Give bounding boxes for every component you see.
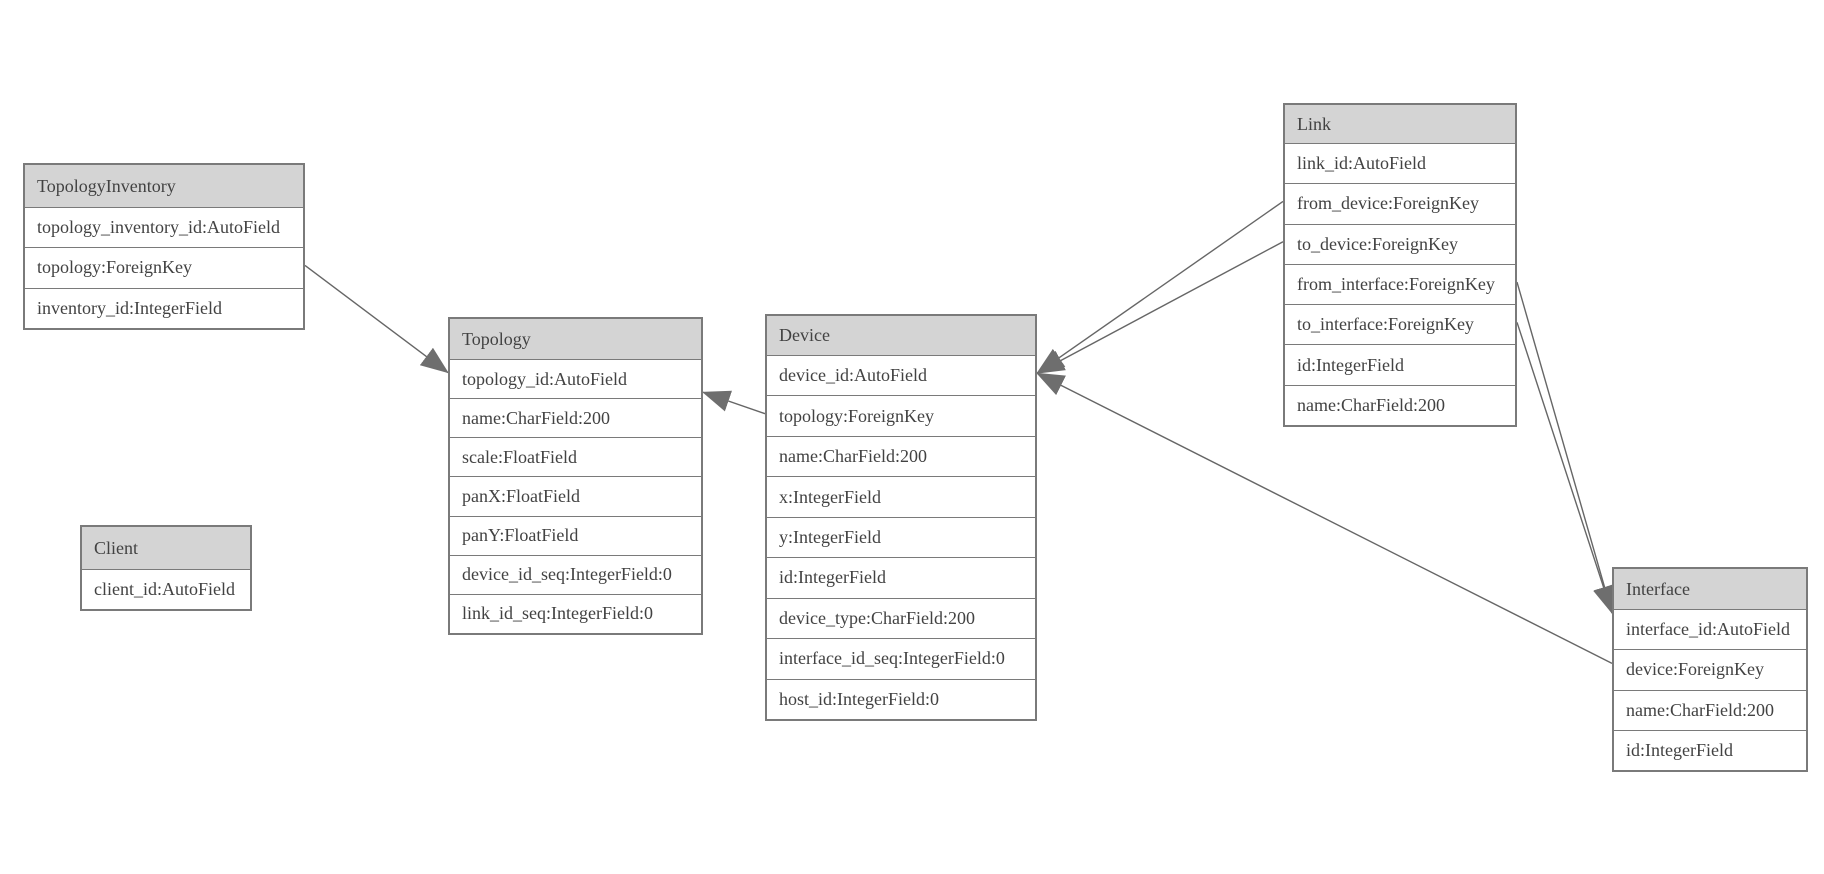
field-row: device_id_seq:IntegerField:0 <box>450 554 701 594</box>
entity-title: TopologyInventory <box>25 165 303 207</box>
field-row: y:IntegerField <box>767 516 1035 558</box>
field-row: name:CharField:200 <box>1614 689 1806 730</box>
relation-edge-interface-device <box>1036 372 1613 664</box>
field-row: topology_inventory_id:AutoField <box>25 207 303 248</box>
field-row: name:CharField:200 <box>767 435 1035 477</box>
field-row: scale:FloatField <box>450 437 701 477</box>
field-row: link_id_seq:IntegerField:0 <box>450 593 701 633</box>
field-row: from_interface:ForeignKey <box>1285 263 1515 305</box>
field-row: to_device:ForeignKey <box>1285 223 1515 264</box>
field-row: topology:ForeignKey <box>25 247 303 288</box>
relation-edge-link-device <box>1036 200 1284 374</box>
entity-title: Device <box>767 316 1035 355</box>
relation-edge-device-topology <box>702 390 766 415</box>
field-row: id:IntegerField <box>1614 729 1806 770</box>
field-row: to_interface:ForeignKey <box>1285 304 1515 345</box>
field-row: id:IntegerField <box>1285 344 1515 385</box>
relation-edge-topology-inventory-topology <box>304 264 449 374</box>
relation-edge-link-device <box>1036 241 1284 374</box>
field-row: id:IntegerField <box>767 557 1035 598</box>
field-row: from_device:ForeignKey <box>1285 183 1515 224</box>
entity-title: Interface <box>1614 569 1806 609</box>
field-row: name:CharField:200 <box>1285 384 1515 425</box>
field-row: name:CharField:200 <box>450 398 701 438</box>
entity-title: Client <box>82 527 250 569</box>
field-row: panX:FloatField <box>450 476 701 516</box>
entity-title: Topology <box>450 319 701 359</box>
relation-edge-link-interface <box>1516 322 1614 615</box>
field-row: topology:ForeignKey <box>767 395 1035 436</box>
field-row: interface_id:AutoField <box>1614 609 1806 650</box>
field-row: x:IntegerField <box>767 476 1035 517</box>
field-row: panY:FloatField <box>450 515 701 555</box>
entity-title: Link <box>1285 105 1515 143</box>
field-row: inventory_id:IntegerField <box>25 287 303 328</box>
field-row: topology_id:AutoField <box>450 359 701 399</box>
field-row: client_id:AutoField <box>82 569 250 609</box>
field-row: device_id:AutoField <box>767 355 1035 396</box>
field-row: interface_id_seq:IntegerField:0 <box>767 638 1035 679</box>
field-row: host_id:IntegerField:0 <box>767 678 1035 719</box>
field-row: link_id:AutoField <box>1285 143 1515 184</box>
field-row: device:ForeignKey <box>1614 649 1806 690</box>
relation-edge-link-interface <box>1516 281 1616 615</box>
field-row: device_type:CharField:200 <box>767 597 1035 639</box>
